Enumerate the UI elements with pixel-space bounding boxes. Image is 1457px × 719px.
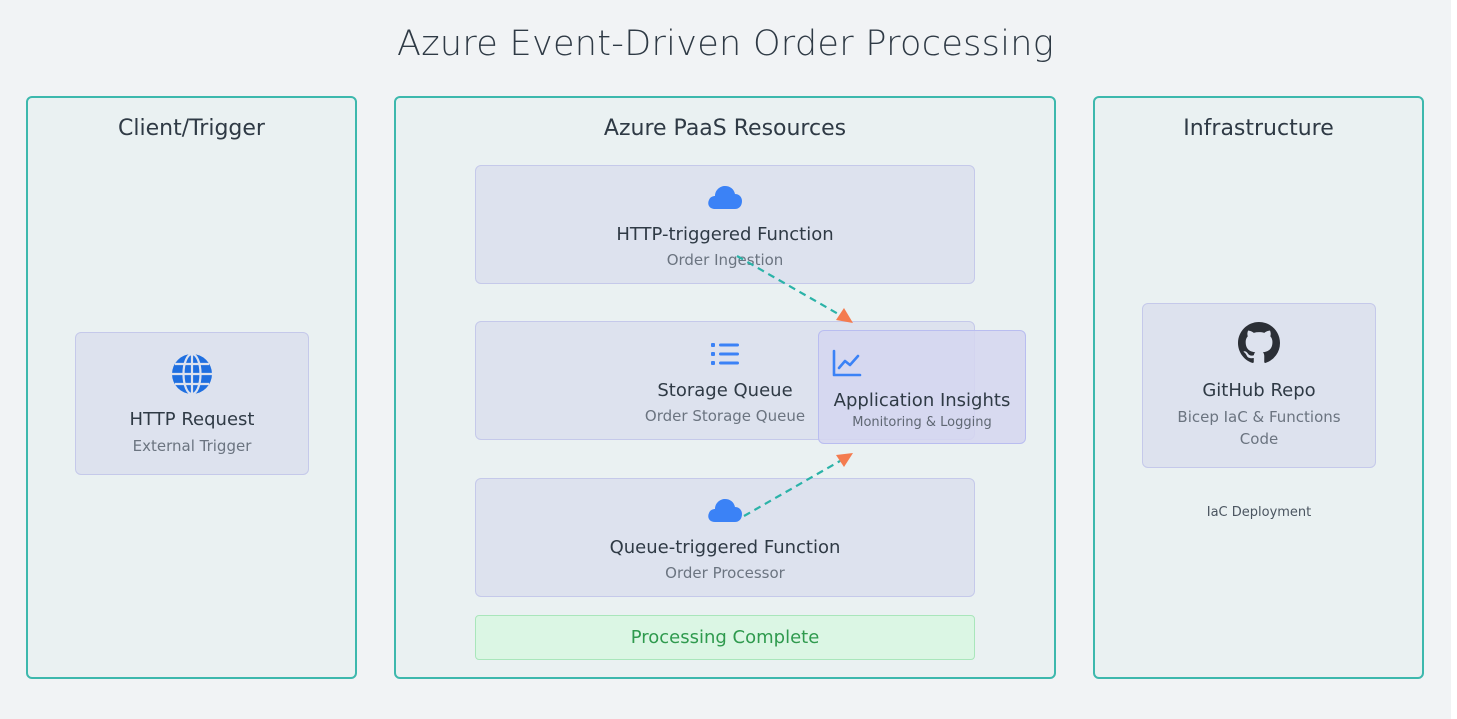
application-insights-label: Application Insights bbox=[833, 390, 1011, 411]
iac-deployment-label: IaC Deployment bbox=[1206, 505, 1312, 520]
http-request-sub: External Trigger bbox=[132, 437, 252, 455]
github-repo-sub-line1: Bicep IaC & Functions bbox=[1177, 408, 1341, 426]
client-panel-title: Client/Trigger bbox=[118, 116, 265, 141]
processor-to-insights-line bbox=[743, 460, 841, 517]
globe-icon bbox=[76, 352, 308, 396]
processor-to-insights-arrowhead bbox=[836, 453, 853, 467]
ingestion-to-insights-arrowhead bbox=[836, 308, 853, 323]
github-repo-sub-line2: Code bbox=[1239, 430, 1279, 448]
application-insights-sub: Monitoring & Logging bbox=[852, 415, 992, 430]
application-insights-node[interactable]: Application Insights Monitoring & Loggin… bbox=[818, 330, 1026, 444]
infrastructure-panel-title: Infrastructure bbox=[1183, 116, 1334, 141]
http-request-label: HTTP Request bbox=[129, 409, 255, 430]
queue-function-node[interactable]: Queue-triggered Function Order Processor bbox=[475, 478, 975, 597]
storage-queue-label: Storage Queue bbox=[657, 380, 793, 401]
queue-function-label: Queue-triggered Function bbox=[609, 537, 841, 558]
github-repo-label: GitHub Repo bbox=[1202, 380, 1316, 401]
http-function-sub: Order Ingestion bbox=[666, 251, 784, 269]
cloud-icon bbox=[476, 184, 974, 210]
cloud-icon bbox=[476, 497, 974, 523]
page-title: Azure Event-Driven Order Processing bbox=[396, 24, 1055, 64]
github-icon bbox=[1143, 322, 1375, 364]
ingestion-to-insights-line bbox=[736, 255, 841, 316]
right-edge-strip bbox=[1451, 0, 1457, 719]
chart-line-icon bbox=[832, 349, 862, 381]
http-request-node[interactable]: HTTP Request External Trigger bbox=[75, 332, 309, 475]
http-function-label: HTTP-triggered Function bbox=[616, 224, 834, 245]
github-repo-node[interactable]: GitHub Repo Bicep IaC & Functions Code bbox=[1142, 303, 1376, 468]
http-function-node[interactable]: HTTP-triggered Function Order Ingestion bbox=[475, 165, 975, 284]
azure-panel-title: Azure PaaS Resources bbox=[603, 116, 847, 141]
queue-function-sub: Order Processor bbox=[665, 564, 785, 582]
storage-queue-sub: Order Storage Queue bbox=[644, 407, 806, 425]
list-icon bbox=[476, 341, 974, 367]
processing-complete-banner: Processing Complete bbox=[475, 615, 975, 660]
